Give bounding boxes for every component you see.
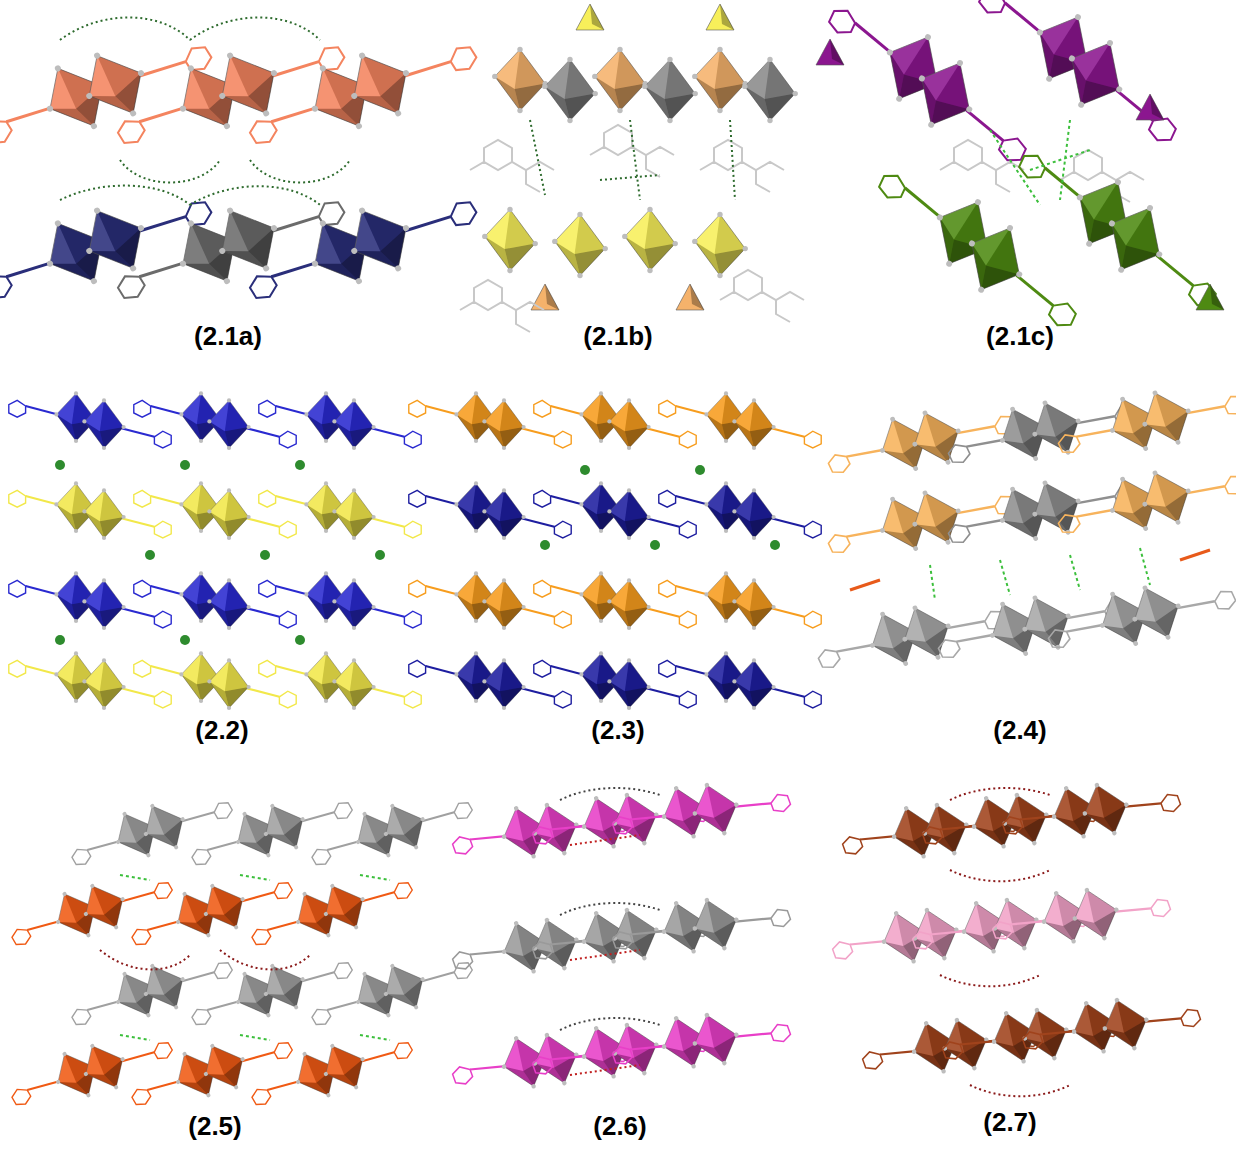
- panel-2-5: [5, 765, 475, 1137]
- panel-label: (2.6): [593, 1112, 646, 1141]
- panel-2-1c: [807, 0, 1236, 333]
- panel-label: (2.3): [591, 716, 644, 745]
- panel-label: (2.2): [195, 716, 248, 745]
- panel-2-2: [9, 391, 421, 710]
- panel-label: (2.4): [993, 716, 1046, 745]
- panel-2-1a: [0, 0, 481, 343]
- panel-label: (2.5): [188, 1112, 241, 1141]
- panel-2-3: [409, 391, 821, 710]
- panel-2-6: [448, 751, 793, 1120]
- panel-2-4: [812, 351, 1236, 705]
- panel-label: (2.1a): [194, 322, 262, 351]
- panel-label: (2.1c): [986, 322, 1054, 351]
- panel-2-1b: [460, 4, 804, 332]
- panel-label: (2.1b): [583, 322, 652, 351]
- panel-label: (2.7): [983, 1108, 1036, 1137]
- panel-2-7: [828, 751, 1203, 1105]
